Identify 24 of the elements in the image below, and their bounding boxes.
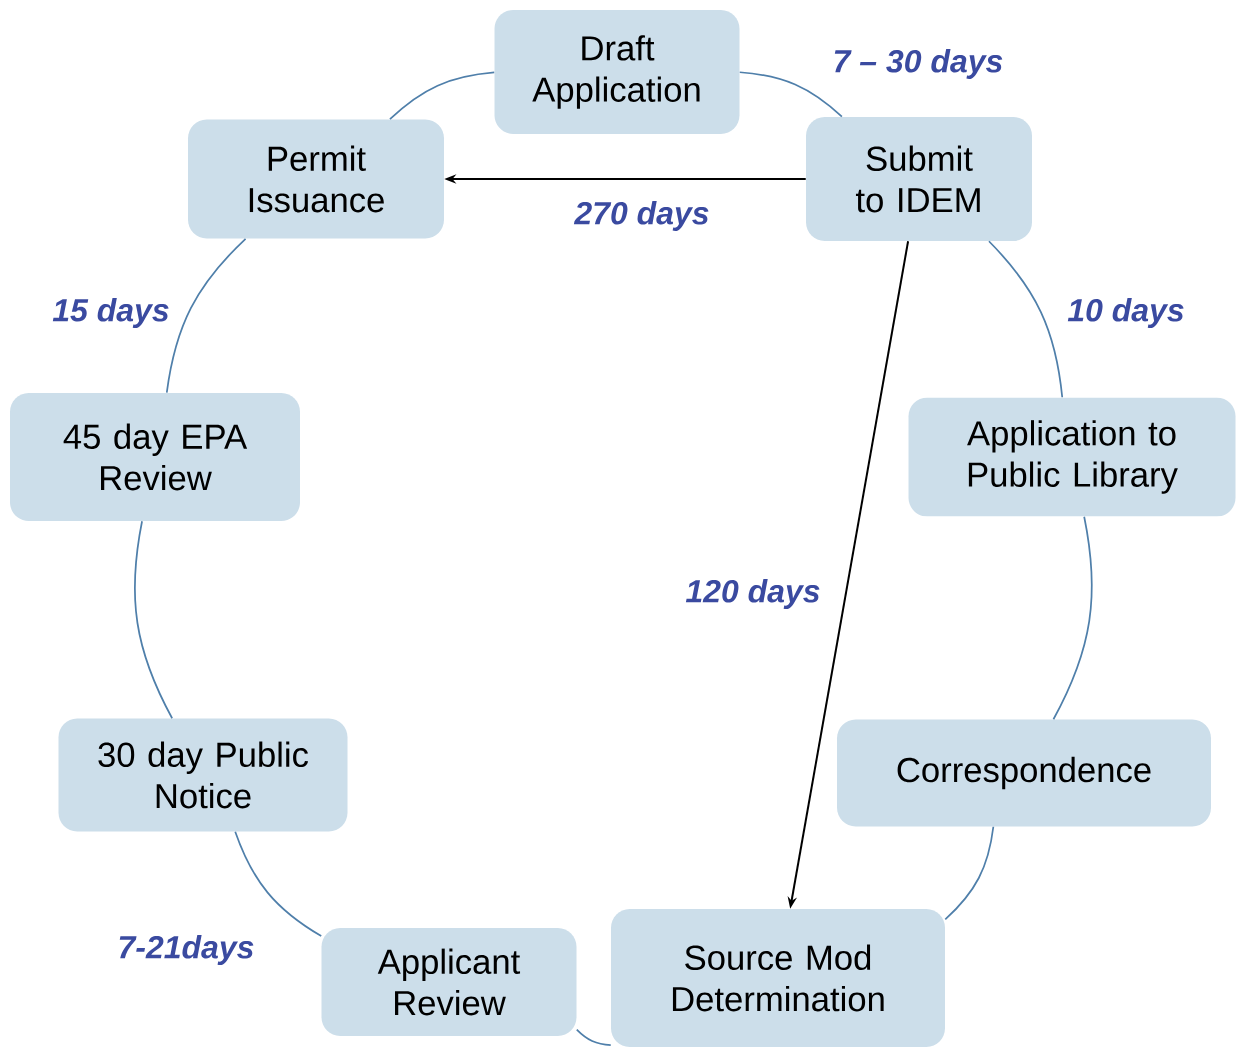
process-box: Submit to IDEM xyxy=(806,117,1032,241)
edge-label: 15 days xyxy=(52,298,169,328)
connector-arc xyxy=(944,825,995,921)
process-box: Applicant Review xyxy=(321,928,577,1036)
process-box: 45 day EPA Review xyxy=(10,393,300,521)
edge-label: 270 days xyxy=(573,201,709,231)
process-box: Permit Issuance xyxy=(188,119,444,239)
connector-arc xyxy=(389,71,496,121)
connector-arc xyxy=(234,830,323,937)
process-box: Draft Application xyxy=(494,10,740,134)
connector-arc xyxy=(1052,515,1093,721)
edge-label: 7 – 30 days xyxy=(834,49,1003,79)
process-box: Application to Public Library xyxy=(908,397,1236,517)
connector-arc xyxy=(165,237,247,394)
connector-arc xyxy=(133,520,173,720)
process-box: 30 day Public Notice xyxy=(58,718,348,832)
edge-label: 10 days xyxy=(1067,298,1184,328)
connector-arc xyxy=(738,71,843,118)
process-box: Source Mod Determination xyxy=(611,909,945,1047)
process-box: Correspondence xyxy=(837,719,1211,827)
connector-arc xyxy=(988,240,1064,399)
connector-arc xyxy=(575,1028,612,1046)
edge-label: 7-21days xyxy=(119,935,254,965)
edge-label: 120 days xyxy=(685,579,820,609)
